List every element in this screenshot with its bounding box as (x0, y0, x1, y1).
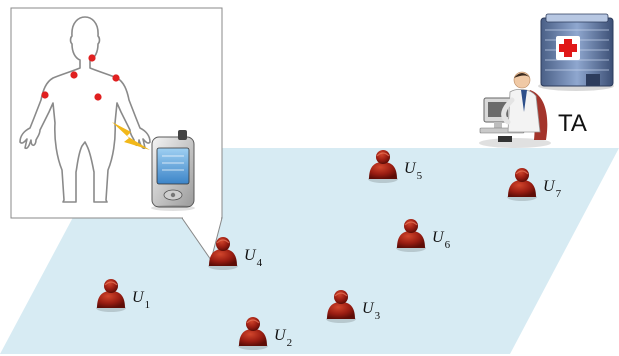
human-body-outline-icon (19, 16, 151, 203)
user-label: U4 (244, 247, 263, 269)
user-label: U5 (404, 160, 423, 182)
user-label: U7 (543, 178, 562, 200)
hospital-building-icon (538, 13, 614, 91)
sensor-dot-4 (41, 91, 49, 99)
wireless-link-icon (112, 122, 150, 150)
user-u1: U1 (95, 278, 150, 313)
smartphone-icon (151, 130, 195, 211)
sensor-dot-5 (94, 93, 102, 101)
user-label: U6 (432, 229, 451, 251)
doctor-at-computer-icon (479, 71, 551, 148)
user-u2: U2 (237, 316, 292, 351)
user-label: U1 (132, 289, 150, 311)
user-u4: U4 (207, 236, 263, 271)
user-label: U3 (362, 300, 381, 322)
ta-label: TA (558, 110, 587, 137)
user-u3: U3 (325, 289, 381, 324)
sensor-dot-3 (112, 74, 120, 82)
user-label: U2 (274, 327, 292, 349)
sensor-nodes (41, 54, 120, 101)
user-u6: U6 (395, 218, 451, 253)
user-u5: U5 (367, 149, 423, 184)
sensor-dot-1 (88, 54, 96, 62)
user-u7: U7 (506, 167, 562, 202)
sensor-dot-2 (70, 71, 78, 79)
